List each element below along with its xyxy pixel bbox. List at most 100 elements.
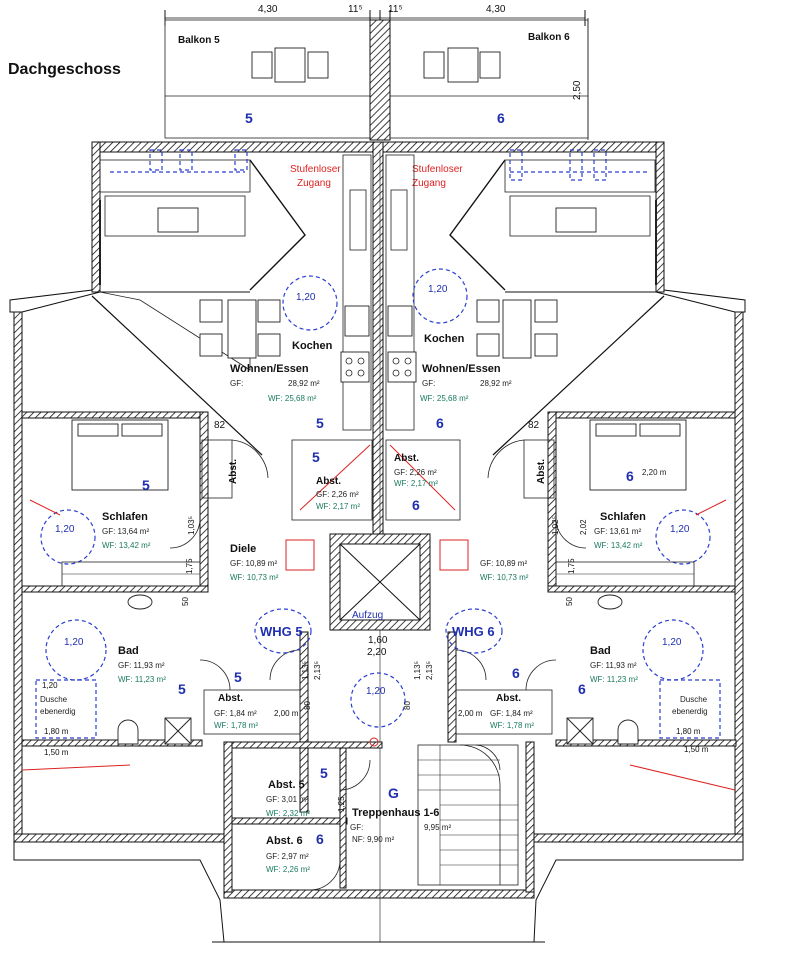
- turning-circle-label-2: 1,20: [428, 284, 448, 295]
- living-right-gf-value: 28,92 m²: [480, 379, 512, 388]
- storage-bath-right-wf: WF: 1,78 m²: [490, 721, 534, 730]
- bath-fixtures-left: [35, 594, 192, 745]
- living-left-label: Wohnen/Essen: [230, 363, 309, 375]
- bath-right-wf: WF: 11,23 m²: [590, 675, 638, 684]
- abst5-wf: WF: 2,32 m²: [266, 809, 310, 818]
- kitchen-left-label: Kochen: [292, 340, 333, 352]
- shower-right-dim3: 1,50 m: [684, 745, 709, 754]
- storage-bath-left-label: Abst.: [218, 693, 243, 704]
- living-left-wf: WF: 25,68 m²: [268, 394, 317, 403]
- bed-right-label: Schlafen: [600, 511, 646, 523]
- unit-number-corridor-right: 6: [512, 665, 520, 681]
- dim-top-right: 4,30: [486, 4, 506, 15]
- unit-number-bed-left: 5: [142, 477, 150, 493]
- whg5-label: WHG 5: [260, 624, 303, 639]
- hall-left-gf: GF: 10,89 m²: [230, 559, 277, 568]
- bed-right-wf: WF: 13,42 m²: [594, 541, 643, 550]
- unit-number-balcony-right: 6: [497, 110, 505, 126]
- dim-82-right: 82: [528, 420, 540, 431]
- shower-right-dim2: 1,80 m: [676, 727, 701, 736]
- shower-right-line1: Dusche: [680, 695, 708, 704]
- access-note-left-line1: Stufenloser: [290, 164, 341, 175]
- kitchen-right-label: Kochen: [424, 333, 465, 345]
- unit-number-storage-right: 6: [412, 497, 420, 513]
- abst6-label: Abst. 6: [266, 835, 303, 847]
- turning-circle-label-4: 1,20: [670, 524, 690, 535]
- balcony-left: Balkon 5: [164, 19, 371, 139]
- living-right-gf-label: GF:: [422, 379, 435, 388]
- storage-bath-left-wf: WF: 1,78 m²: [214, 721, 258, 730]
- turning-circle-label-6: 1,20: [662, 637, 682, 648]
- balcony-right-label: Balkon 6: [528, 32, 570, 43]
- shower-left-dim2: 1,80 m: [44, 727, 69, 736]
- dim-202-right: 2,02: [579, 519, 588, 535]
- turning-circle-label-1: 1,20: [296, 292, 316, 303]
- living-left-gf-value: 28,92 m²: [288, 379, 320, 388]
- hall-left-label: Diele: [230, 543, 256, 555]
- unit-number-abst5: 5: [320, 765, 328, 781]
- shower-right-line2: ebenerdig: [672, 707, 708, 716]
- storage-bath-right-label: Abst.: [496, 693, 521, 704]
- dim-top-left: 4,30: [258, 4, 278, 15]
- hall-right-wf: WF: 10,73 m²: [480, 573, 529, 582]
- bath-left-gf: GF: 11,93 m²: [118, 661, 165, 670]
- abst5-label: Abst. 5: [268, 779, 305, 791]
- living-right-label: Wohnen/Essen: [422, 363, 501, 375]
- dormer-windows: [99, 149, 657, 285]
- stair-nf: NF: 9,90 m²: [352, 835, 395, 844]
- storage-left-gf: GF: 2,26 m²: [316, 490, 359, 499]
- whg6-label: WHG 6: [452, 624, 495, 639]
- dim-top-center-left: 11⁵: [348, 4, 363, 15]
- bath-fixtures-right: [566, 594, 721, 745]
- hall-left-wf: WF: 10,73 m²: [230, 573, 279, 582]
- unit-number-abst6: 6: [316, 831, 324, 847]
- bed-left-wf: WF: 13,42 m²: [102, 541, 151, 550]
- turning-circles: [40, 268, 711, 728]
- storage-right-label: Abst.: [394, 453, 419, 464]
- dim-175-left: 1,75: [185, 558, 194, 574]
- bed-right-dim: 2,20 m: [642, 468, 667, 477]
- dim-2135-left: 2,13⁵: [313, 661, 322, 680]
- plan-title: Dachgeschoss: [8, 61, 121, 78]
- dim-1035-left: 1,03⁵: [187, 516, 196, 535]
- door-swings: [169, 439, 587, 891]
- abst5-gf: GF: 3,01 m²: [266, 795, 309, 804]
- storage-right-wf: WF: 2,17 m²: [394, 479, 438, 488]
- dim-top-center-right: 11⁵: [388, 4, 403, 15]
- unit-letter-g: G: [388, 785, 399, 801]
- dim-82-left: 82: [214, 420, 226, 431]
- balcony-left-label: Balkon 5: [178, 35, 220, 46]
- dim-1025-right: 1,02⁵: [551, 516, 560, 535]
- shower-left-dim: 1,20: [42, 681, 58, 690]
- stair-gf-label: GF:: [350, 823, 363, 832]
- unit-number-living-right: 6: [436, 415, 444, 431]
- bath-right-gf: GF: 11,93 m²: [590, 661, 637, 670]
- shower-left-line2: ebenerdig: [40, 707, 76, 716]
- unit-number-corridor-left: 5: [234, 669, 242, 685]
- bed-left-label: Schlafen: [102, 511, 148, 523]
- storage-left-label: Abst.: [316, 476, 341, 487]
- dining-table-left: [199, 299, 281, 359]
- storage-bath-left-gf: GF: 1,84 m²: [214, 709, 257, 718]
- dim-1135-right: 1,13⁵: [413, 661, 422, 680]
- dim-1135-left: 1,13⁵: [301, 661, 310, 680]
- abst6-gf: GF: 2,97 m²: [266, 852, 309, 861]
- red-markers: [21, 444, 736, 791]
- dining-table-right: [476, 299, 558, 359]
- turning-circle-label-3: 1,20: [55, 524, 75, 535]
- unit-number-living-left: 5: [316, 415, 324, 431]
- unit-number-bath-right: 6: [578, 681, 586, 697]
- bath-left-label: Bad: [118, 645, 139, 657]
- dim-160: 1,60: [368, 635, 388, 646]
- bed-left-gf: GF: 13,64 m²: [102, 527, 149, 536]
- living-left-gf-label: GF:: [230, 379, 243, 388]
- bath-left-wf: WF: 11,23 m²: [118, 675, 166, 684]
- lift-label: Aufzug: [352, 610, 383, 621]
- bed-right: [589, 419, 687, 491]
- abst6-wf: WF: 2,26 m²: [266, 865, 310, 874]
- party-wall-top: [369, 19, 391, 141]
- balcony-right: Balkon 6: [389, 19, 589, 139]
- unit-number-storage-left: 5: [312, 449, 320, 465]
- dim-50-left: 50: [181, 597, 190, 606]
- dim-175-right: 1,75: [567, 558, 576, 574]
